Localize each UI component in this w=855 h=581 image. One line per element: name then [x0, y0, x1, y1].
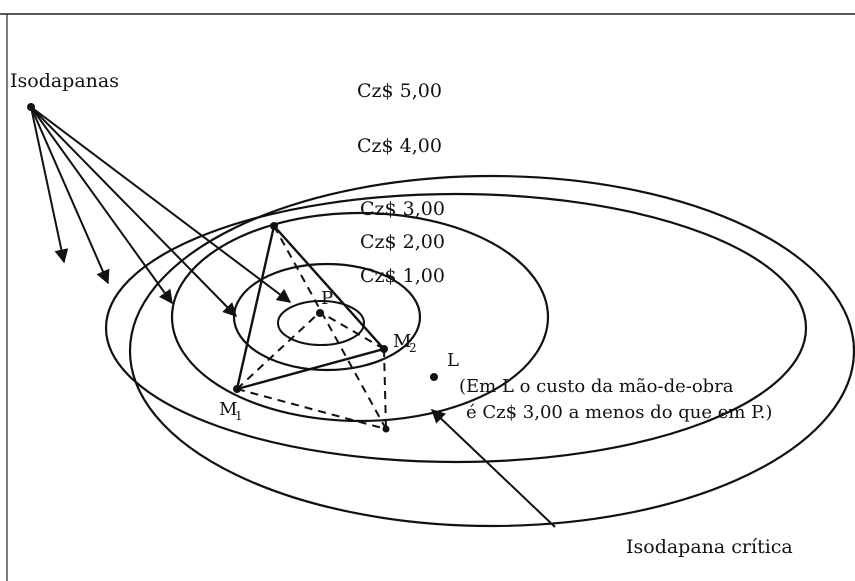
isodapane-5 — [129, 174, 855, 528]
isodapane-label-1: Cz$ 1,00 — [360, 265, 445, 287]
point-m2-subscript: 2 — [409, 341, 417, 355]
point-m1-label: M — [219, 399, 237, 420]
note-line-1: (Em L o custo da mão-de-obra — [459, 376, 734, 397]
isodapane-4 — [104, 192, 808, 464]
line-top-m2 — [273, 225, 385, 350]
line-m1-m2 — [236, 347, 385, 391]
dashed-triangle — [236, 225, 387, 430]
isodapane-label-3: Cz$ 3,00 — [360, 198, 445, 220]
point-l-label: L — [447, 350, 459, 371]
isodapane-label-4: Cz$ 4,00 — [357, 135, 442, 157]
point-l-dot — [430, 373, 438, 381]
pointer-arrow-3 — [30, 106, 173, 305]
isodapane-2 — [232, 262, 422, 372]
solid-triangle — [235, 225, 385, 391]
pointer-arrow-1 — [30, 106, 69, 264]
dash-m2-p — [319, 311, 385, 350]
point-p-dot — [316, 309, 324, 317]
pointer-arrow-4 — [30, 106, 237, 317]
line-top-m1 — [235, 225, 276, 390]
critical-pointer-arrow — [430, 409, 556, 528]
isodapane-pointer-arrows — [30, 106, 292, 317]
isodapanas-dot — [27, 103, 35, 111]
point-m1-dot — [233, 385, 241, 393]
bottom-vertex-dot — [382, 425, 390, 433]
top-vertex-dot — [270, 222, 278, 230]
isodapane-label-5: Cz$ 5,00 — [357, 80, 442, 102]
dash-m2-bottom — [383, 348, 387, 430]
isodapane-label-2: Cz$ 2,00 — [360, 231, 445, 253]
isodapanas-label: Isodapanas — [10, 70, 119, 92]
dash-top-bottom — [273, 225, 387, 430]
point-m2-dot — [380, 345, 388, 353]
pointer-arrow-5 — [30, 106, 292, 303]
dash-m1-bottom — [236, 388, 387, 430]
point-m1-subscript: 1 — [235, 409, 243, 423]
note-line-2: é Cz$ 3,00 a menos do que em P.) — [466, 402, 772, 423]
point-p-label: P — [321, 288, 333, 309]
pointer-arrow-2 — [30, 106, 110, 285]
isodapane-1 — [277, 300, 365, 346]
critical-isodapane-label: Isodapana crítica — [626, 536, 793, 558]
dash-m1-p — [236, 311, 321, 390]
point-m2-label: M — [393, 331, 411, 352]
